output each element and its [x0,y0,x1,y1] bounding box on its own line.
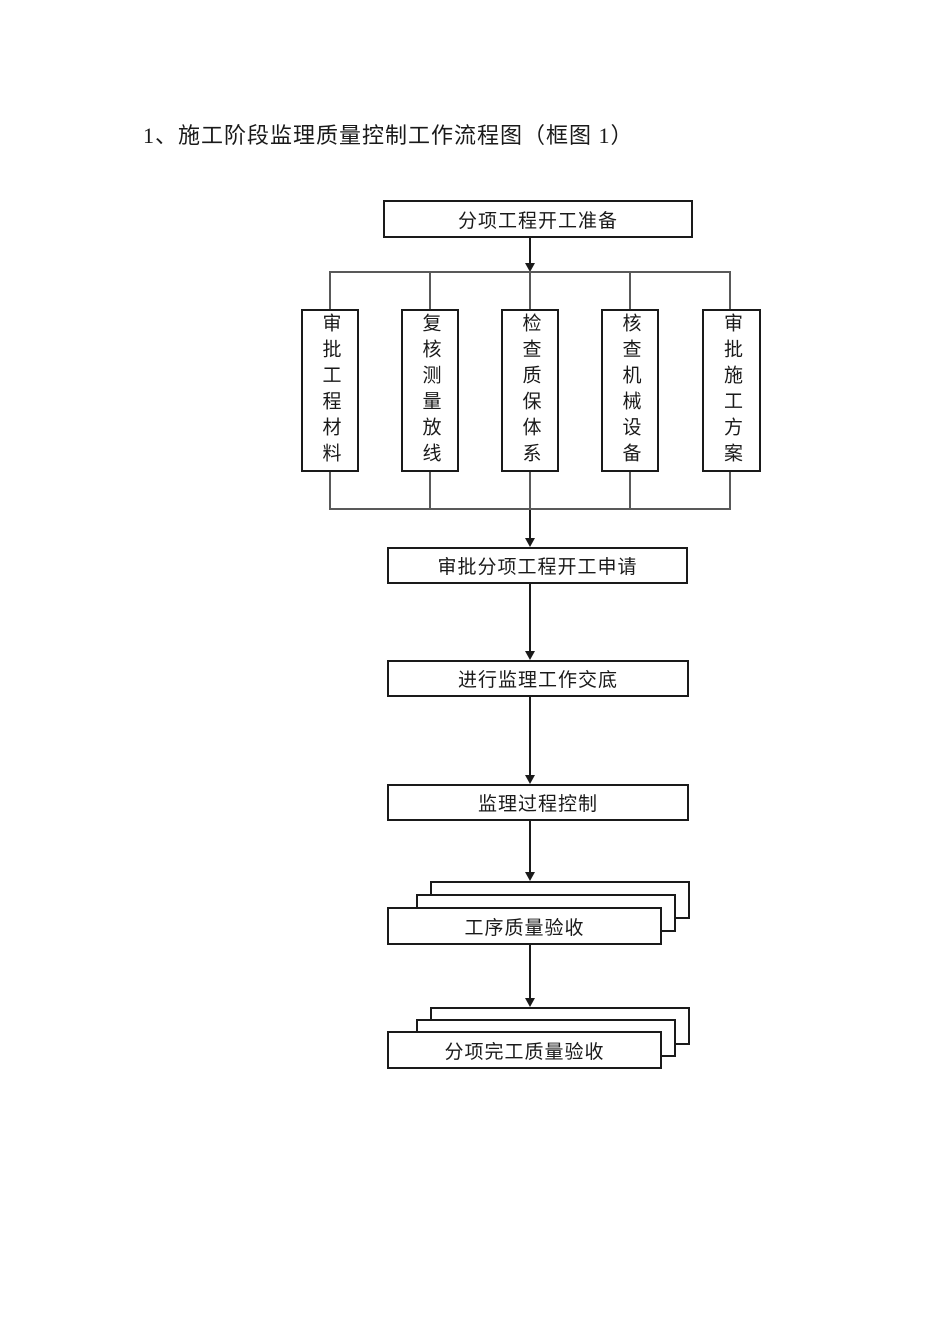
connector-stub [329,472,331,510]
flow-node-label: 核查机械设备 [619,312,641,469]
flow-node-check-qa-system: 检查质保体系 [501,309,559,472]
down-arrowhead-icon [525,263,535,272]
down-arrowhead-icon [525,872,535,881]
flow-node-label: 检查质保体系 [519,312,541,469]
flow-arrow [525,584,535,660]
page-title: 1、施工阶段监理质量控制工作流程图（框图 1） [143,123,634,148]
flow-node-supervision-briefing: 进行监理工作交底 [387,660,689,697]
flow-node-verify-equipment: 核查机械设备 [601,309,659,472]
connector-stub [329,272,331,310]
arrow-shaft [529,945,531,998]
flow-node-approve-plan: 审批施工方案 [702,309,761,472]
flow-arrow [525,821,535,881]
connector-stub [729,472,731,510]
connector-stub [629,472,631,510]
down-arrowhead-icon [525,998,535,1007]
flow-node-label: 分项完工质量验收 [444,1041,605,1063]
connector-stub [529,472,531,510]
down-arrowhead-icon [525,775,535,784]
flow-node-recheck-survey: 复核测量放线 [401,309,459,472]
flow-node-label: 审批施工方案 [721,312,742,469]
arrow-shaft [529,238,531,263]
connector-stub [629,272,631,310]
connector-rail-bottom [329,508,731,510]
flow-node-label: 监理过程控制 [477,794,598,815]
flow-node-start: 分项工程开工准备 [383,200,693,238]
connector-stub [529,272,531,310]
arrow-shaft [529,584,531,651]
flow-node-process-quality-acceptance: 工序质量验收 [387,907,662,945]
down-arrowhead-icon [525,651,535,660]
down-arrowhead-icon [525,538,535,547]
flow-node-label: 复核测量放线 [419,312,441,469]
flow-node-label: 进行监理工作交底 [457,670,618,691]
flow-node-completion-quality-acceptance: 分项完工质量验收 [387,1031,662,1069]
arrow-shaft [529,510,531,538]
arrow-shaft [529,697,531,775]
flow-node-approve-materials: 审批工程材料 [301,309,359,472]
connector-stub [729,272,731,310]
connector-stub [429,472,431,510]
arrow-shaft [529,821,531,872]
flow-node-process-control: 监理过程控制 [387,784,689,821]
flow-arrow [525,510,535,547]
flow-arrow [525,945,535,1007]
flow-node-approve-application: 审批分项工程开工申请 [387,547,688,584]
flow-node-label: 审批工程材料 [319,312,341,469]
flow-node-label: 分项工程开工准备 [457,210,618,232]
connector-stub [429,272,431,310]
flow-arrow [525,238,535,272]
flow-arrow [525,697,535,784]
flow-node-label: 审批分项工程开工申请 [437,557,638,578]
flow-node-label: 工序质量验收 [464,917,585,939]
